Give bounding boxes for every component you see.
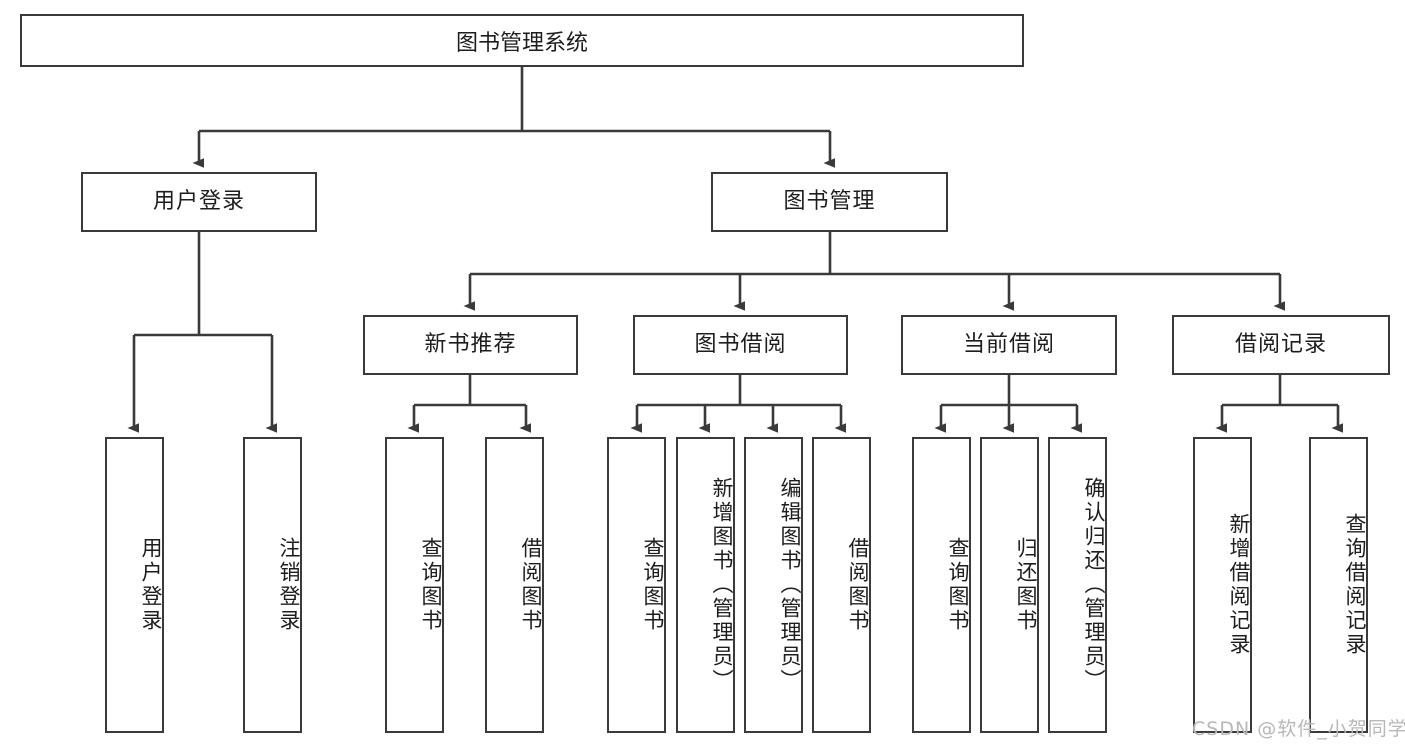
leaf-borrow-record-add-record[interactable]: 新增借阅记录 — [1193, 437, 1252, 733]
leaf-new-book-query-book[interactable]: 查询图书 — [385, 437, 444, 733]
leaf-user-login-logout[interactable]: 注销登录 — [243, 437, 302, 733]
node-label: 归还图书 — [1014, 537, 1038, 633]
node-label: 编辑图书（管理员） — [778, 477, 802, 693]
leaf-current-borrow-return-book[interactable]: 归还图书 — [980, 437, 1039, 733]
leaf-current-borrow-query-book[interactable]: 查询图书 — [912, 437, 971, 733]
leaf-book-borrow-edit-book-admin[interactable]: 编辑图书（管理员） — [744, 437, 803, 733]
leaf-new-book-borrow-book[interactable]: 借阅图书 — [485, 437, 544, 733]
node-book-management[interactable]: 图书管理 — [711, 172, 948, 232]
node-label: 新增借阅记录 — [1227, 513, 1251, 657]
node-label: 查询图书 — [946, 537, 970, 633]
node-label: 用户登录 — [152, 188, 245, 214]
node-label: 借阅图书 — [519, 537, 543, 633]
leaf-user-login-login[interactable]: 用户登录 — [105, 437, 164, 733]
leaf-book-borrow-borrow-book[interactable]: 借阅图书 — [812, 437, 871, 733]
node-label: 注销登录 — [277, 537, 301, 633]
node-new-book-recommend[interactable]: 新书推荐 — [363, 315, 578, 375]
leaf-book-borrow-add-book-admin[interactable]: 新增图书（管理员） — [676, 437, 735, 733]
node-root-book-management-system[interactable]: 图书管理系统 — [20, 14, 1024, 67]
leaf-current-borrow-confirm-return-admin[interactable]: 确认归还（管理员） — [1048, 437, 1107, 733]
node-label: 确认归还（管理员） — [1082, 477, 1106, 693]
node-label: 用户登录 — [139, 537, 163, 633]
node-book-borrow[interactable]: 图书借阅 — [633, 315, 848, 375]
node-label: 图书管理系统 — [455, 30, 588, 56]
leaf-book-borrow-query-book[interactable]: 查询图书 — [607, 437, 666, 733]
node-label: 查询借阅记录 — [1343, 513, 1367, 657]
node-label: 查询图书 — [419, 537, 443, 633]
node-label: 当前借阅 — [962, 331, 1055, 357]
node-label: 新增图书（管理员） — [710, 477, 734, 693]
node-label: 借阅记录 — [1234, 331, 1327, 357]
node-borrow-record[interactable]: 借阅记录 — [1172, 315, 1390, 375]
node-label: 查询图书 — [641, 537, 665, 633]
leaf-borrow-record-query-record[interactable]: 查询借阅记录 — [1309, 437, 1368, 733]
node-label: 图书管理 — [783, 188, 876, 214]
node-label: 图书借阅 — [694, 331, 787, 357]
node-label: 借阅图书 — [846, 537, 870, 633]
csdn-watermark: CSDN @软件_小贺同学 — [1192, 718, 1405, 740]
node-label: 新书推荐 — [424, 331, 517, 357]
node-current-borrow[interactable]: 当前借阅 — [901, 315, 1117, 375]
node-user-login[interactable]: 用户登录 — [81, 172, 317, 232]
